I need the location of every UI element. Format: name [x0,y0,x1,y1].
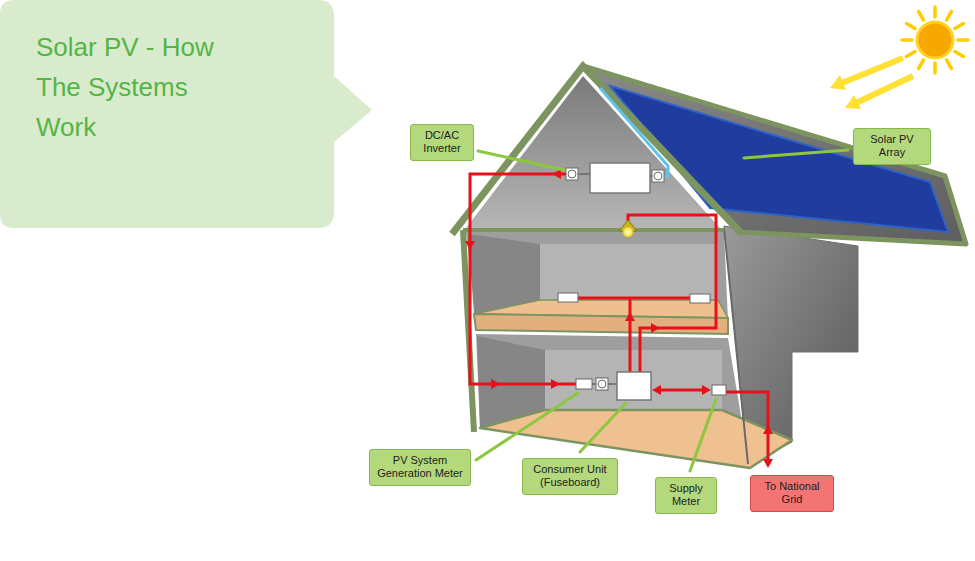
sun-ray [955,52,964,57]
sunlight-arrow [842,58,903,83]
isolator-switch [596,378,608,390]
title-bubble [0,0,372,228]
leader-lines [476,150,848,471]
sun [917,22,953,58]
leader-line [744,150,848,158]
sun-ray [947,11,952,20]
sun-ray [919,60,924,69]
ac-wire [470,174,576,384]
wall-edge [724,228,748,464]
supply-meter [712,385,726,395]
sunlight-arrows [830,58,913,109]
callout-box: Consumer Unit (Fuseboard) [522,458,618,495]
wire [592,383,596,385]
wire [608,383,617,385]
sun-ray [907,52,916,57]
sun-ray [933,63,937,73]
ac-wire [726,392,768,460]
floor-slab [474,314,728,334]
back-wall [540,244,718,300]
isolator-switch [566,168,578,180]
grid-label-box: To National Grid [750,475,834,512]
ac-wiring [470,174,768,460]
title-text: Solar PV - How The Systems Work [36,27,216,147]
isolator-switch [652,170,664,182]
inverter-unit [590,163,650,193]
power-socket [558,293,578,302]
ac-wire [578,298,690,372]
sunlight-arrow [856,76,913,103]
callout-label: Solar PV Array [858,133,926,160]
upper-room [466,232,728,320]
callout-label: PV System Generation Meter [374,454,466,481]
generation-meter [576,379,592,389]
leader-line [476,393,578,460]
sun-ray [919,11,924,20]
isolator-switch [598,380,606,388]
callout-box: Supply Meter [655,477,717,514]
light-bulb [623,227,633,237]
leader-line [690,399,716,471]
attic-beam [463,228,724,232]
callout-label: DC/AC Inverter [415,129,469,156]
ac-wire [660,389,703,392]
arrow-head [551,379,560,389]
sun-rays [902,7,968,73]
callout-label: To National Grid [755,480,829,507]
arrow-head [465,241,475,250]
arrow-head [652,385,661,395]
sun-ray [955,24,964,29]
callout-label: Supply Meter [660,482,712,509]
gable-frame [452,66,742,234]
power-socket [690,294,710,303]
leader-line [580,403,626,452]
sun-ray [907,24,916,29]
arrow-head [625,312,635,321]
sun-ray [958,38,968,42]
arrow-head [651,323,660,333]
leader-line [478,151,564,170]
callout-box: Solar PV Array [853,128,931,165]
arrow-head [491,379,500,389]
callout-box: PV System Generation Meter [369,449,471,486]
back-wall [545,350,722,410]
sun-ray [902,38,912,42]
arrow-head [763,459,773,468]
wire [650,175,652,177]
attic-interior [466,76,720,228]
ac-wire [628,215,716,372]
arrow-head [763,425,773,434]
isolator-switch [568,170,576,178]
callout-label: Consumer Unit (Fuseboard) [527,463,613,490]
isolator-switch [654,172,662,180]
sun-ray [947,60,952,69]
sun-ray [933,7,937,17]
consumer-unit [617,372,651,400]
arrow-head [702,385,711,395]
wire [578,173,590,175]
side-wall [724,226,858,466]
callout-box: DC/AC Inverter [410,124,474,161]
flow-arrows [465,169,773,468]
sunlight-arrow [830,75,846,90]
sunlight-arrow [845,95,861,109]
